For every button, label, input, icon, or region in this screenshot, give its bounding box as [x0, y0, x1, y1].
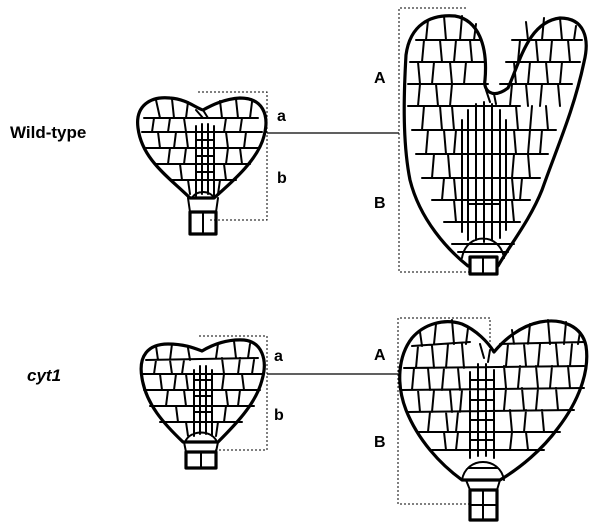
region-label-b-wild-type: b [277, 170, 287, 187]
row-label-wild-type: Wild-type [10, 123, 86, 142]
region-label-B-cyt1: B [374, 434, 386, 451]
region-label-B-wild-type: B [374, 195, 386, 212]
cyt1-early-embryo [141, 340, 264, 468]
row-label-cyt1: cyt1 [27, 366, 61, 385]
region-label-b-cyt1: b [274, 407, 284, 424]
region-label-A-wild-type: A [374, 70, 386, 87]
wild-type-early-embryo [138, 98, 266, 234]
region-label-A-cyt1: A [374, 347, 386, 364]
region-label-a-cyt1: a [274, 348, 283, 365]
wild-type-late-embryo [404, 16, 586, 274]
cyt1-late-embryo [400, 320, 587, 520]
region-label-a-wild-type: a [277, 108, 286, 125]
